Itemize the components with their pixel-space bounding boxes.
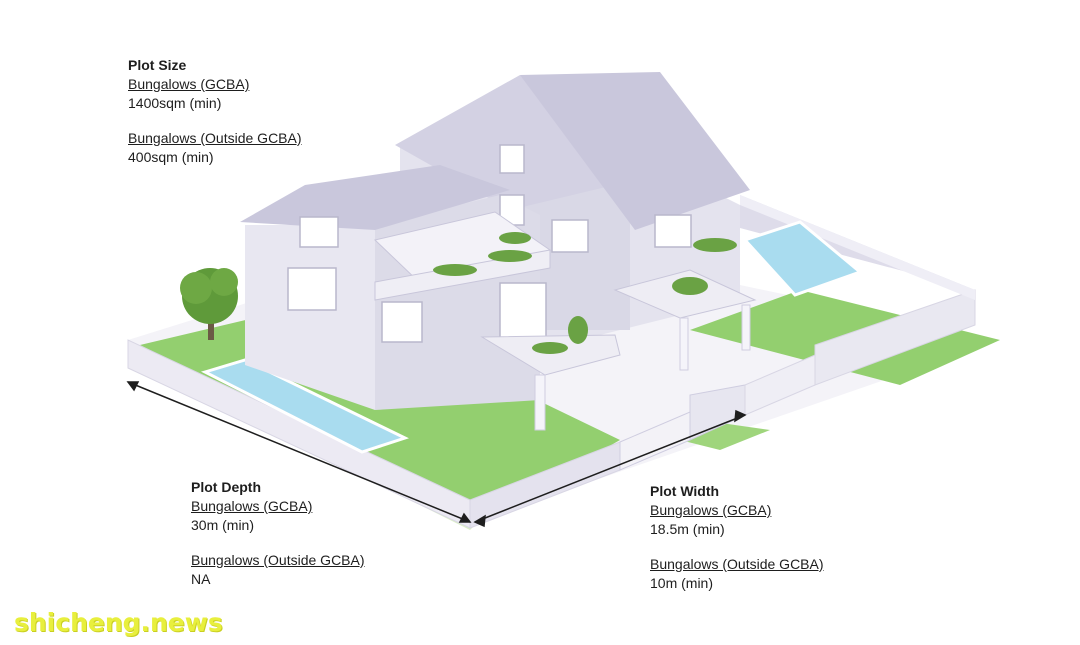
dimension-lines: [126, 381, 747, 528]
plot-size-outside-label: Bungalows (Outside GCBA): [128, 130, 302, 146]
plot-width-outside-value: 10m (min): [650, 575, 714, 591]
back-roof-right: [520, 72, 750, 230]
plot-depth-line: [127, 381, 471, 523]
front-roof: [240, 165, 510, 230]
plot-size-title: Plot Size: [128, 57, 187, 73]
planters: [433, 232, 737, 354]
plot-depth-outside-value: NA: [191, 571, 211, 587]
plot-depth-gcba-label: Bungalows (GCBA): [191, 498, 313, 514]
plot-width-outside-label: Bungalows (Outside GCBA): [650, 556, 824, 572]
plot-depth-title: Plot Depth: [191, 479, 261, 495]
windows: [287, 144, 692, 343]
plot-width-line: [474, 414, 746, 523]
pool-left: [200, 358, 409, 454]
plot-depth-gcba-value: 30m (min): [191, 517, 255, 533]
columns: [534, 304, 751, 431]
plot-size-gcba-label: Bungalows (GCBA): [128, 76, 250, 92]
front-house-left-wall: [245, 225, 375, 410]
plot-size-label: Plot Size Bungalows (GCBA) 1400sqm (min)…: [128, 56, 302, 167]
plot-width-label: Plot Width Bungalows (GCBA) 18.5m (min) …: [650, 482, 824, 593]
plot-depth-outside-label: Bungalows (Outside GCBA): [191, 552, 365, 568]
plot-width-title: Plot Width: [650, 483, 720, 499]
watermark: shicheng.news: [14, 608, 223, 637]
plot-width-gcba-value: 18.5m (min): [650, 521, 725, 537]
plot-depth-label: Plot Depth Bungalows (GCBA) 30m (min) Bu…: [191, 478, 365, 589]
plot-size-gcba-value: 1400sqm (min): [128, 95, 222, 111]
plot-width-gcba-label: Bungalows (GCBA): [650, 502, 772, 518]
plot-size-outside-value: 400sqm (min): [128, 149, 214, 165]
pool-right: [742, 220, 863, 297]
